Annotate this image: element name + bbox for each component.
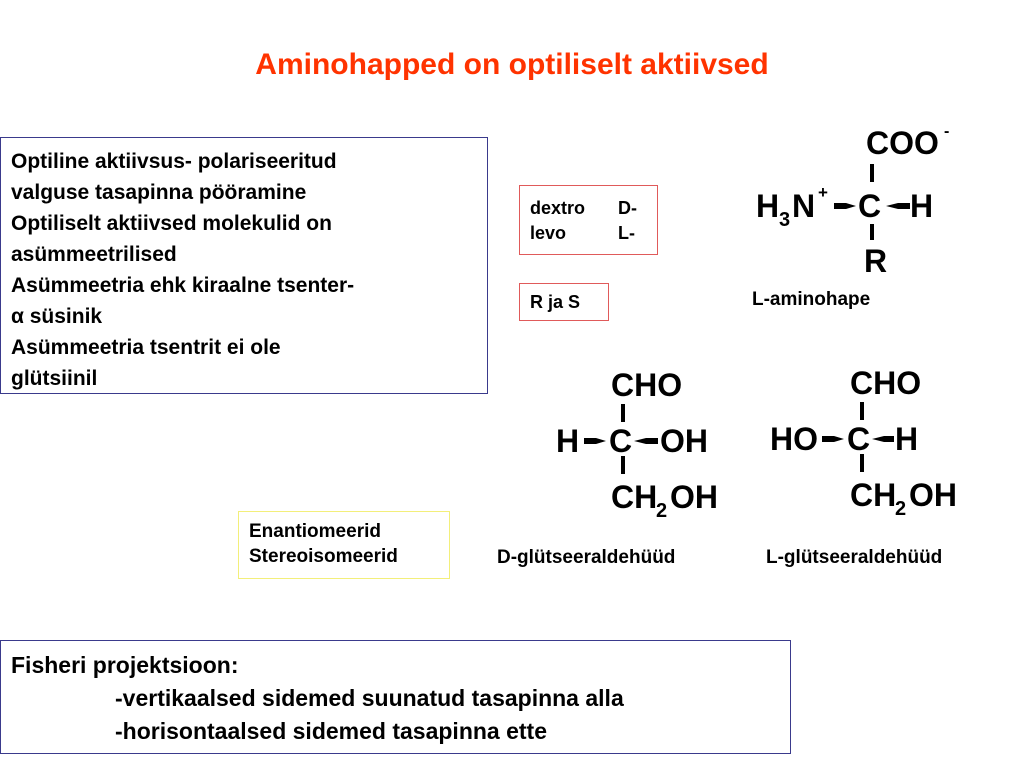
levo-label: levo — [530, 223, 567, 243]
wedge-left — [834, 203, 856, 209]
right-h: H — [895, 421, 918, 457]
bond-bottom — [621, 456, 625, 474]
d-glyceraldehyde-caption: D-glütseeraldehüüd — [497, 547, 676, 568]
amino-n: N — [792, 188, 815, 224]
wedge-right — [872, 436, 894, 442]
chiral-carbon: C — [858, 188, 881, 224]
info-line: valguse tasapinna pööramine — [11, 181, 307, 204]
fischer-projection-box: Fisheri projektsioon: -vertikaalsed side… — [0, 640, 791, 754]
wedge-left — [584, 438, 606, 444]
ch2-group: CH — [850, 477, 896, 513]
side-chain-r: R — [864, 243, 887, 279]
amino-acid-caption: L-aminohape — [752, 289, 871, 310]
l-glyceraldehyde-caption: L-glütseeraldehüüd — [766, 547, 943, 568]
info-line: Optiliselt aktiivsed molekulid on — [11, 212, 332, 235]
bond-top — [860, 402, 864, 420]
enantiomer-label: Enantiomeerid — [249, 521, 381, 542]
bond-top — [621, 404, 625, 422]
info-line: α süsinik — [11, 305, 103, 328]
dextro-levo-box: dextro D- levo L- — [519, 185, 658, 255]
wedge-left — [822, 436, 844, 442]
page-title: Aminohapped on optiliselt aktiivsed — [255, 48, 769, 81]
amino-charge: + — [818, 183, 828, 202]
bond-top — [870, 164, 874, 182]
fischer-heading: Fisheri projektsioon: — [11, 652, 239, 678]
levo-prefix: L- — [618, 223, 635, 243]
stereoisomer-label: Stereoisomeerid — [249, 546, 398, 567]
right-h: H — [910, 188, 933, 224]
l-glyceraldehyde-structure: CHO HO C H CH 2 OH — [770, 365, 957, 520]
chiral-carbon: C — [609, 423, 632, 459]
hydroxyl-group: OH — [660, 423, 708, 459]
info-line: Optiline aktiivsus- polariseeritud — [11, 150, 337, 173]
wedge-right — [886, 203, 910, 209]
left-h: H — [556, 423, 579, 459]
r-s-box: R ja S — [519, 283, 609, 321]
aldehyde-group: CHO — [850, 365, 921, 401]
ch2-subscript: 2 — [656, 500, 667, 522]
carboxylate-group: COO — [866, 125, 939, 161]
fischer-horizontal-rule: -horisontaalsed sidemed tasapinna ette — [115, 718, 548, 744]
chiral-carbon: C — [847, 421, 870, 457]
svg-text:COO: COO — [866, 125, 939, 161]
svg-text:H: H — [756, 188, 779, 224]
carboxylate-charge: - — [944, 123, 949, 140]
hydroxyl-group: HO — [770, 421, 818, 457]
info-line: Asümmeetria tsentrit ei ole — [11, 336, 281, 359]
dextro-label: dextro — [530, 198, 586, 218]
amino-h: H — [756, 188, 779, 224]
bond-bottom — [870, 224, 874, 240]
d-glyceraldehyde-structure: CHO H C OH CH 2 OH — [556, 367, 718, 522]
dextro-prefix: D- — [618, 198, 637, 218]
amino-acid-structure: COO - H 3 N + C H R — [756, 123, 949, 279]
wedge-right — [634, 438, 658, 444]
fischer-vertical-rule: -vertikaalsed sidemed suunatud tasapinna… — [115, 685, 624, 711]
ch2-oh: OH — [670, 479, 718, 515]
ch2-group: CH — [611, 479, 657, 515]
info-line: asümmeetrilised — [11, 243, 177, 266]
ch2-oh: OH — [909, 477, 957, 513]
optical-activity-box: Optiline aktiivsus- polariseeritud valgu… — [0, 137, 488, 394]
aldehyde-group: CHO — [611, 367, 682, 403]
info-line: Asümmeetria ehk kiraalne tsenter- — [11, 274, 355, 297]
amino-subscript: 3 — [779, 209, 790, 231]
enantiomer-box: Enantiomeerid Stereoisomeerid — [238, 511, 450, 579]
bond-bottom — [860, 454, 864, 472]
info-line: glütsiinil — [11, 367, 98, 390]
ch2-subscript: 2 — [895, 498, 906, 520]
